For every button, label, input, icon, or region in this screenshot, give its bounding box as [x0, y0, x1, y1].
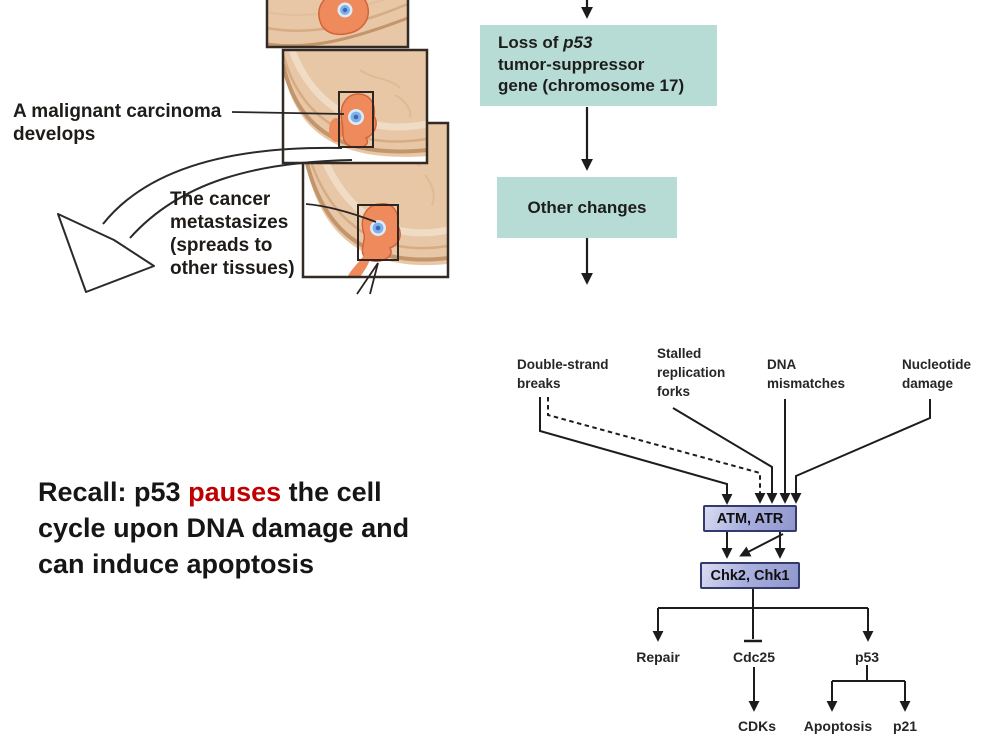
- zoom-box-3: [357, 204, 399, 261]
- label-line: The cancer: [170, 189, 271, 210]
- box-line: gene (chromosome 17): [498, 76, 685, 95]
- label-line: metastasizes: [170, 212, 289, 233]
- recall-text: Recall: p53: [38, 477, 189, 507]
- node-atm-atr: ATM, ATR: [703, 505, 797, 532]
- flowchart-box-loss-of-p53: Loss of p53 tumor-suppressor gene (chrom…: [480, 25, 717, 106]
- tissue-panel-2: [281, 48, 429, 165]
- dsb-dashed-line: [547, 397, 766, 504]
- label-cancer-metastasizes: The cancer metastasizes (spreads to othe…: [170, 188, 320, 280]
- nucleotide-line: [790, 399, 931, 504]
- zoom-box-2: [338, 91, 374, 148]
- pathway-connectors: [539, 397, 931, 712]
- flowchart-box-other-changes: Other changes: [497, 177, 677, 238]
- label-line: other tissues): [170, 258, 295, 279]
- input-stalled-replication-forks: Stalled replication forks: [657, 344, 747, 401]
- label-line: develops: [13, 124, 96, 145]
- pointer-bottom-wedge: [356, 262, 379, 295]
- input-line: DNA: [767, 357, 797, 372]
- input-line: damage: [902, 376, 954, 391]
- box-text: Other changes: [527, 197, 647, 217]
- tumor-nucleus-2: [348, 109, 364, 125]
- gene-p53-italic: p53: [563, 33, 593, 52]
- metastasis-curved-arrow: [57, 146, 353, 293]
- recall-highlight: pauses: [188, 477, 282, 507]
- input-nucleotide-damage: Nucleotide damage: [902, 355, 987, 393]
- box-text: Loss of: [498, 33, 564, 52]
- tumor-nucleus-1: [337, 2, 353, 18]
- node-text: ATM, ATR: [716, 510, 784, 527]
- stalled-forks-line: [672, 407, 778, 504]
- tumor-nucleus-3: [370, 220, 386, 236]
- chk-branch-bus: [658, 588, 868, 609]
- input-line: Double-strand: [517, 357, 609, 372]
- input-line: mismatches: [767, 376, 846, 391]
- label-repair: Repair: [636, 649, 680, 665]
- input-dna-mismatches: DNA mismatches: [767, 355, 857, 393]
- label-malignant-carcinoma: A malignant carcinoma develops: [13, 100, 243, 146]
- input-line: breaks: [517, 376, 561, 391]
- label-p53: p53: [854, 649, 880, 665]
- tissue-panel-1: [265, 0, 410, 49]
- figure-pointer-lines: [231, 111, 379, 295]
- recall-text: the cell: [281, 477, 382, 507]
- input-line: Stalled: [657, 346, 702, 361]
- label-cdc25: Cdc25: [732, 649, 776, 665]
- box-line: Loss of p53: [498, 32, 717, 54]
- label-line: (spreads to: [170, 235, 273, 256]
- atm-chk-diagonal-arrow: [739, 533, 784, 557]
- input-double-strand-breaks: Double-strand breaks: [517, 355, 627, 393]
- label-cdks: CDKs: [737, 718, 777, 734]
- p53-branch-bus: [832, 665, 905, 682]
- recall-note: Recall: p53 pauses the cell cycle upon D…: [38, 474, 478, 582]
- input-line: replication: [657, 365, 726, 380]
- input-line: Nucleotide: [902, 357, 972, 372]
- recall-line: cycle upon DNA damage and: [38, 513, 410, 543]
- dsb-solid-line: [539, 397, 733, 505]
- recall-line: Recall: p53 pauses the cell: [38, 474, 478, 510]
- pointer-metastasis: [305, 203, 377, 223]
- label-p21: p21: [892, 718, 918, 734]
- label-apoptosis: Apoptosis: [803, 718, 873, 734]
- recall-line: can induce apoptosis: [38, 549, 315, 579]
- input-line: forks: [657, 384, 691, 399]
- label-line: A malignant carcinoma: [13, 101, 222, 122]
- node-text: Chk2, Chk1: [710, 567, 790, 584]
- pointer-carcinoma: [231, 111, 345, 115]
- box-line: tumor-suppressor: [498, 54, 645, 74]
- node-chk2-chk1: Chk2, Chk1: [700, 562, 800, 589]
